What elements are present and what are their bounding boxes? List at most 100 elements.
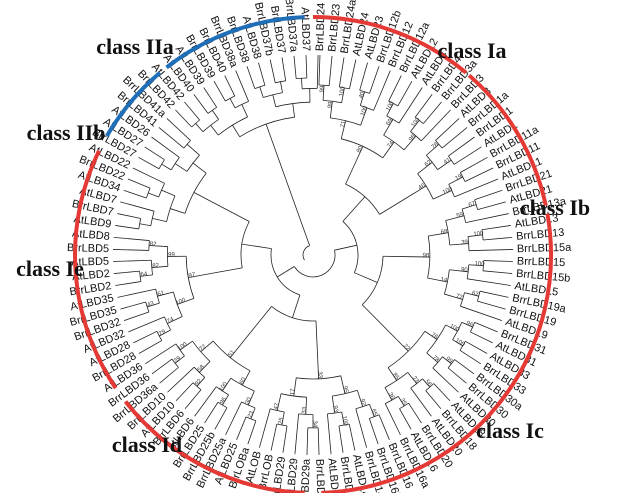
leaf-label: AtLBD37 (298, 7, 312, 51)
tree-branch (302, 245, 310, 261)
tree-branch (460, 156, 488, 173)
tree-branch (277, 266, 295, 278)
tree-branch (250, 407, 256, 420)
tree-branch (460, 292, 465, 307)
bootstrap-value: 90 (461, 267, 469, 274)
tree-branch (156, 331, 163, 341)
leaf-label: BrrLBD29a (299, 458, 313, 493)
tree-branch (120, 201, 155, 212)
tree-branch (383, 119, 394, 136)
tree-branch (247, 390, 255, 406)
bootstrap-value: 99 (444, 356, 453, 365)
bootstrap-value: 40 (359, 91, 367, 100)
tree-branch (341, 87, 345, 103)
tree-branch (272, 94, 277, 107)
tree-branch (270, 408, 285, 413)
tree-branch (208, 199, 250, 222)
class-label: class Ib (520, 195, 590, 220)
bootstrap-value: 22 (402, 343, 411, 352)
bootstrap-value: 96 (465, 320, 474, 328)
tree-branch (453, 146, 482, 165)
bootstrap-value: 78 (431, 141, 440, 150)
tree-branch (211, 110, 219, 120)
tree-branch (425, 383, 434, 391)
tree-branch (294, 413, 299, 455)
class-arc (321, 213, 553, 493)
bootstrap-value: 99 (320, 85, 326, 93)
tree-branch (477, 201, 506, 210)
tree-branch (417, 161, 433, 174)
tree-branch (449, 243, 469, 246)
bootstrap-value: 95 (341, 386, 348, 394)
tree-branch (329, 101, 333, 118)
tree-branch (276, 393, 282, 411)
bootstrap-value: 72 (455, 294, 464, 302)
tree-branch (354, 146, 364, 165)
leaf-label: BrrLBD17 (313, 459, 326, 493)
tree-branch (113, 249, 149, 251)
tree-branch (482, 270, 513, 274)
tree-branch (225, 95, 235, 102)
bootstrap-value: 23 (247, 410, 255, 419)
tree-branch (281, 411, 285, 426)
tree-branch (481, 225, 511, 231)
leaf-label: BrrLBD23 (326, 3, 343, 52)
tree-branch (146, 187, 151, 199)
leaf-label: BrrLBD15b (516, 268, 571, 285)
tree-branch (330, 117, 361, 126)
tree-branch (483, 260, 513, 262)
tree-branch (152, 218, 167, 223)
bootstrap-value: 14 (440, 277, 448, 284)
tree-branch (158, 183, 165, 198)
tree-branch (468, 264, 484, 267)
tree-branch (470, 331, 493, 344)
tree-branch (408, 402, 422, 424)
tree-branch (258, 62, 266, 86)
class-label: class Id (112, 432, 182, 457)
bootstrap-value: 100 (360, 105, 369, 117)
bootstrap-value: 25 (278, 416, 285, 424)
tree-branch (155, 289, 160, 304)
tree-branch (123, 189, 147, 199)
tree-branch (147, 302, 160, 308)
tree-branch (342, 196, 366, 222)
tree-branch (322, 85, 325, 101)
bootstrap-value: 47 (273, 402, 280, 410)
tree-branch (368, 418, 379, 445)
tree-branch (229, 344, 242, 358)
tree-branch (173, 291, 183, 317)
bootstrap-value: 30 (245, 396, 253, 405)
bootstrap-value: 100 (175, 297, 187, 306)
tree-branch (465, 213, 509, 224)
tree-branch (341, 411, 345, 426)
tree-branch (362, 256, 384, 305)
tree-branch (292, 294, 301, 318)
tree-branch (426, 155, 438, 170)
leaf-label: AtLBD2 (72, 268, 111, 283)
tree-branch (399, 402, 409, 410)
tree-branch (161, 189, 176, 197)
leaf-label: AtLBD29 (285, 458, 301, 493)
tree-branch (293, 250, 336, 278)
tree-branch (384, 403, 401, 436)
tree-branch (139, 223, 151, 227)
tree-branch (452, 339, 463, 347)
tree-branch (447, 367, 467, 384)
tree-branch (338, 425, 344, 453)
tree-branch (349, 59, 357, 89)
bootstrap-value: 67 (468, 201, 477, 209)
tree-branch (464, 292, 479, 297)
tree-branch (417, 173, 434, 200)
tree-branch (186, 154, 200, 172)
tree-branch (397, 339, 409, 352)
tree-branch (318, 55, 321, 86)
leaf-label: BrrLBD5 (67, 242, 110, 255)
tree-branch (245, 416, 257, 422)
bootstrap-value: 100 (177, 341, 189, 352)
tree-branch (421, 109, 451, 142)
tree-branch (470, 322, 476, 333)
tree-branch (387, 367, 397, 381)
bootstrap-value: 69 (386, 117, 395, 126)
tree-branch (408, 185, 427, 197)
